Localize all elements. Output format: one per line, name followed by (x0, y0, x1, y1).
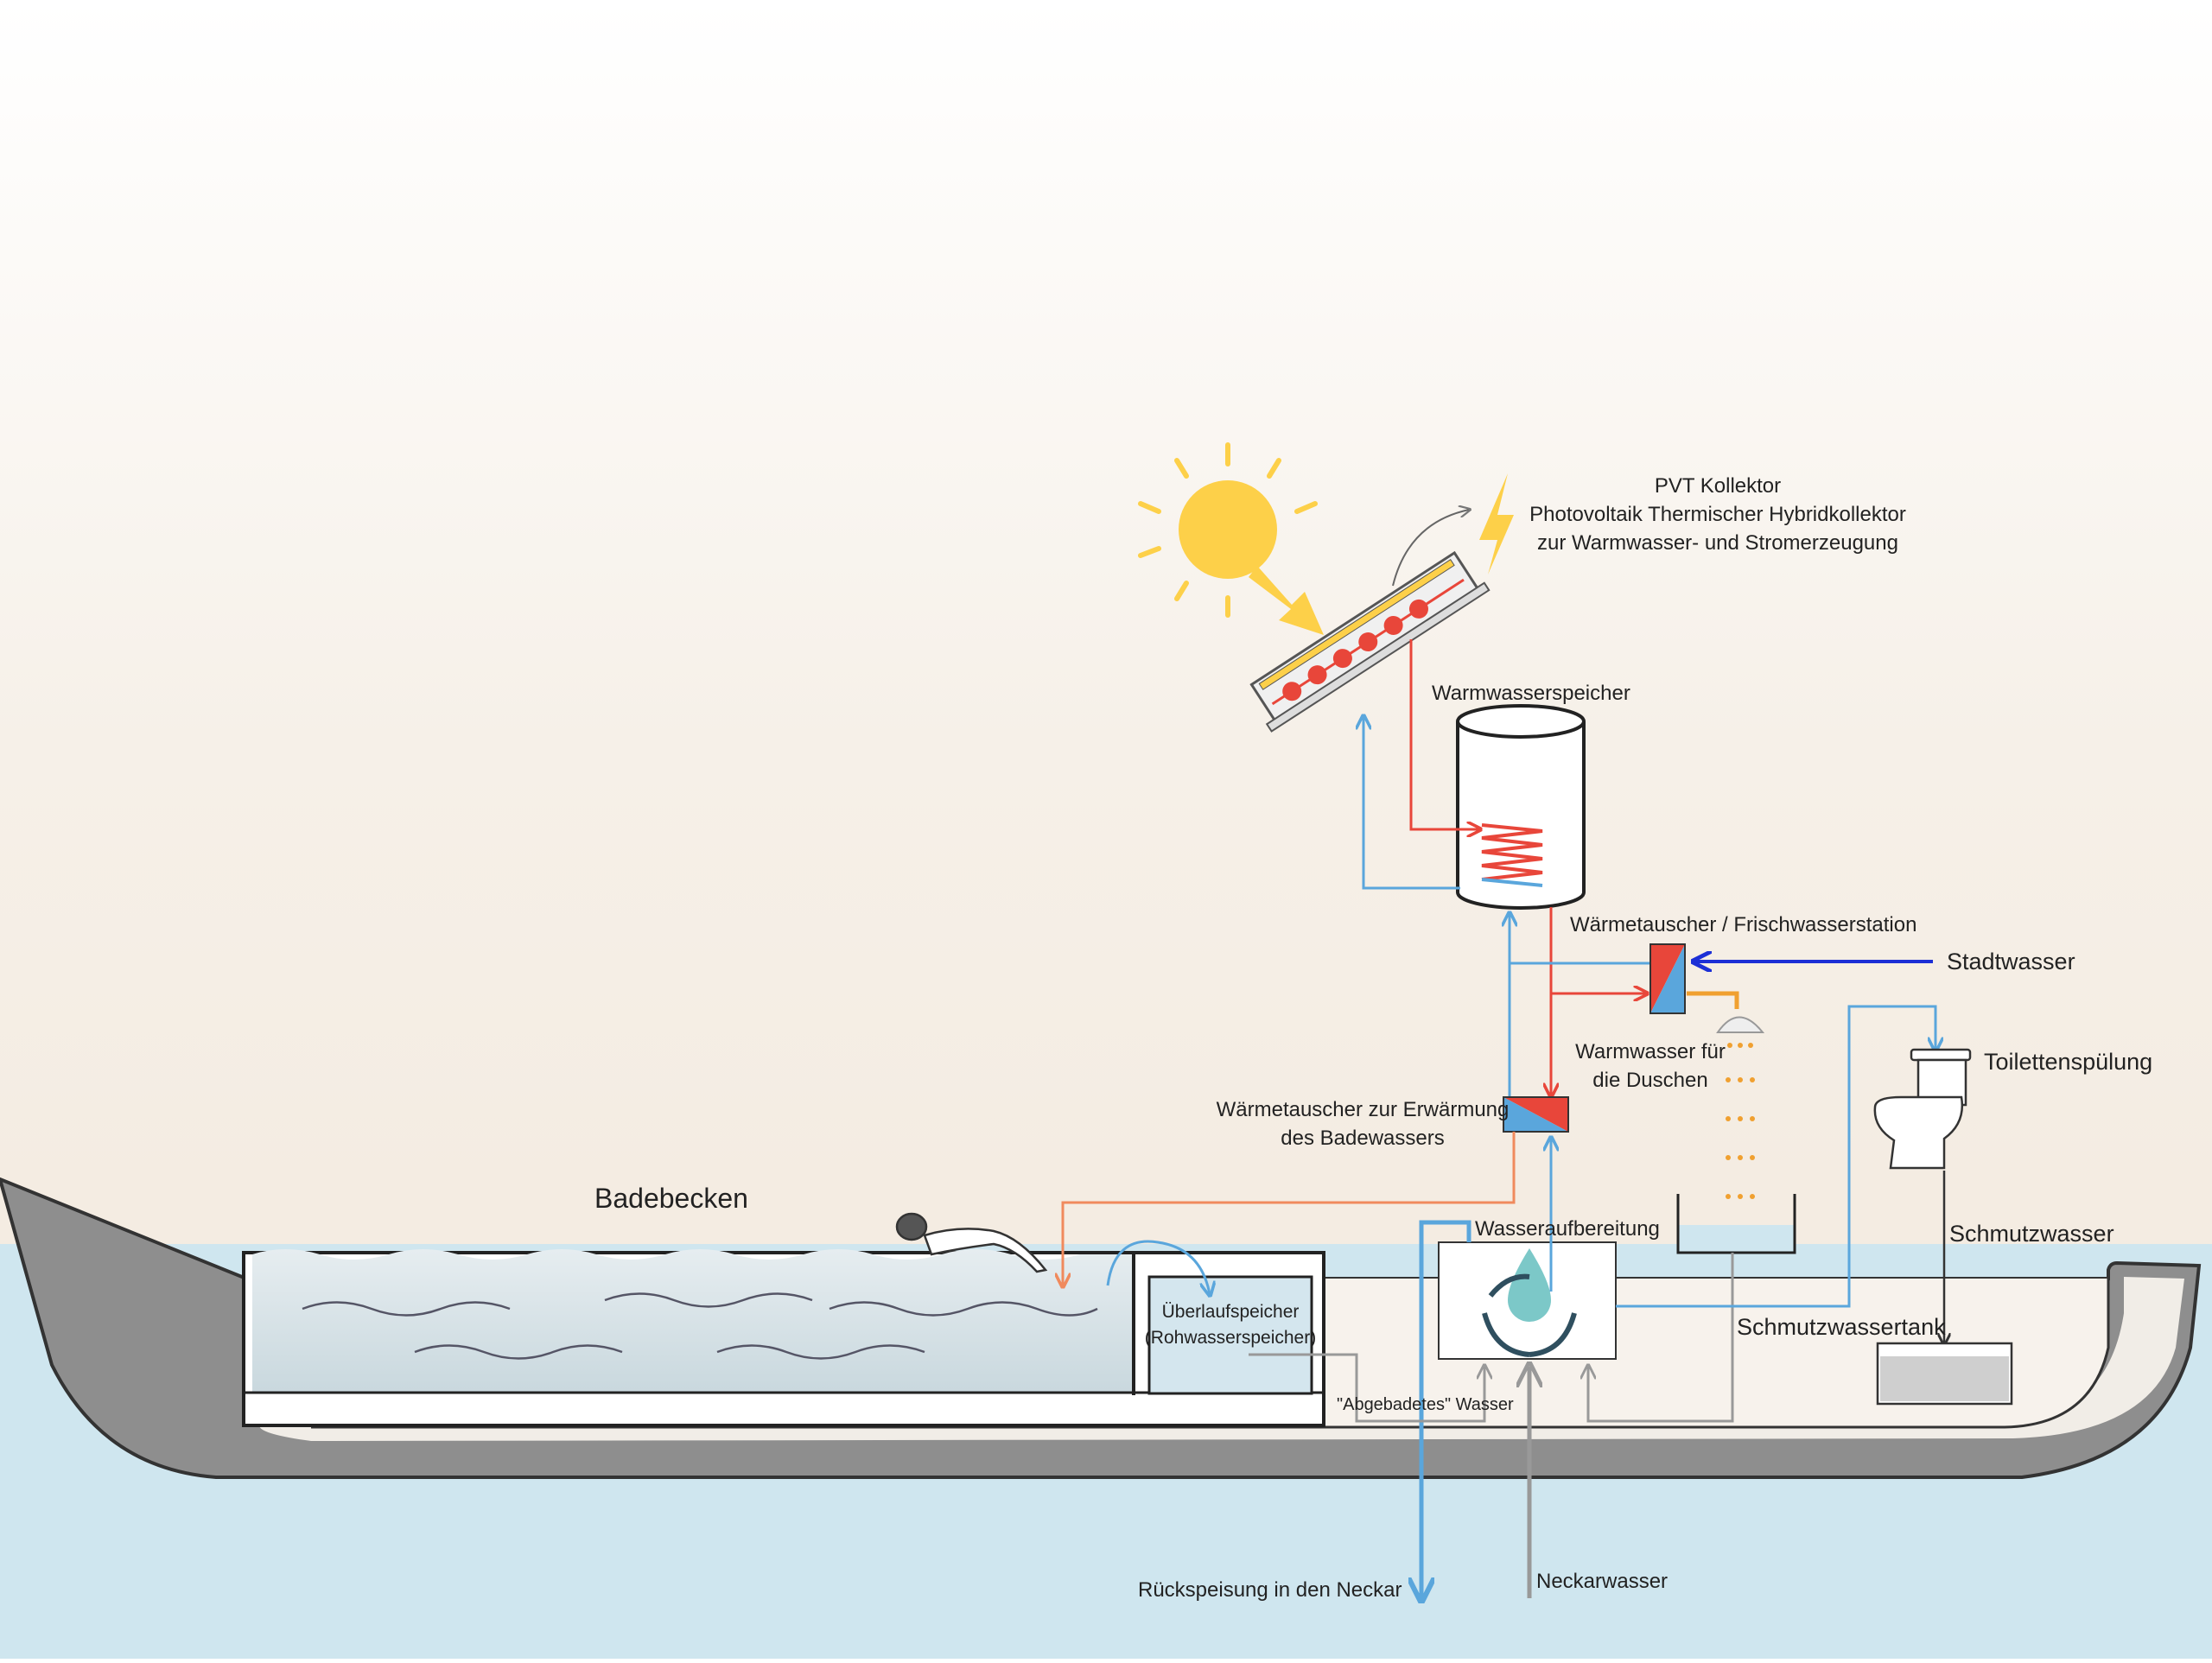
sun-icon (1138, 442, 1324, 635)
overflow-label-line1: Überlaufspeicher (1162, 1302, 1300, 1322)
pipe-to-pool (1063, 1132, 1516, 1285)
shower-label-line1: Warmwasser für (1575, 1040, 1726, 1063)
pool-exchanger-label-line1: Wärmetauscher zur Erwärmung (1217, 1098, 1510, 1121)
overflow-arrow (1106, 1240, 1210, 1294)
city-water-label: Stadtwasser (1947, 949, 2075, 974)
dirty-water-label: Schmutzwasser (1949, 1221, 2114, 1247)
water-treatment-unit (1438, 1241, 1617, 1360)
fresh-exchanger-label: Wärmetauscher / Frischwasserstation (1570, 913, 1916, 936)
storage-label: Warmwasserspeicher (1432, 682, 1630, 705)
dirty-water-tank (1876, 1342, 2013, 1406)
pool-basin (242, 1249, 1325, 1427)
electricity-arrow (1392, 510, 1469, 587)
pvt-label-line2: Photovoltaik Thermischer Hybridkollektor (1529, 503, 1906, 526)
shower-label-line2: die Duschen (1592, 1069, 1707, 1092)
pipe-shower (1687, 991, 1739, 1009)
fresh-water-exchanger (1649, 943, 1686, 1014)
pipe-collector-to-storage (1409, 639, 1479, 829)
pool-heat-exchanger (1503, 1096, 1569, 1133)
pvt-label-line1: PVT Kollektor (1655, 474, 1781, 498)
treatment-label: Wasseraufbereitung (1475, 1217, 1660, 1241)
pool-label: Badebecken (594, 1183, 748, 1214)
swimmer-figure (895, 1212, 1048, 1273)
pool-exchanger-label-line2: des Badewassers (1281, 1127, 1444, 1150)
overflow-label-line2: (Rohwasserspeicher) (1145, 1328, 1316, 1348)
pipe-used-water (1249, 1353, 1484, 1423)
pvt-label-line3: zur Warmwasser- und Stromerzeugung (1537, 531, 1898, 555)
hot-water-storage (1456, 704, 1586, 910)
pipe-shower-drain (1588, 1253, 1734, 1423)
pipe-storage-to-collector (1363, 717, 1460, 890)
return-river-label: Rückspeisung in den Neckar (1138, 1578, 1402, 1602)
pipe-return-to-river (1421, 1220, 1471, 1598)
toilet-label: Toilettenspülung (1984, 1049, 2152, 1075)
used-water-label: "Abgebadetes" Wasser (1337, 1395, 1514, 1414)
pipe-to-toilet (1616, 1005, 1936, 1308)
lightning-icon (1479, 473, 1514, 574)
shower-head-icon (1716, 1016, 1765, 1033)
shower-drops (1726, 1043, 1755, 1199)
dirty-tank-label: Schmutzwassertank (1737, 1314, 1946, 1340)
pvt-collector (1249, 550, 1491, 733)
toilet-icon (1873, 1048, 1972, 1170)
overflow-tank (1147, 1275, 1313, 1395)
river-water-label: Neckarwasser (1536, 1570, 1668, 1593)
shower-basin (1676, 1194, 1796, 1254)
